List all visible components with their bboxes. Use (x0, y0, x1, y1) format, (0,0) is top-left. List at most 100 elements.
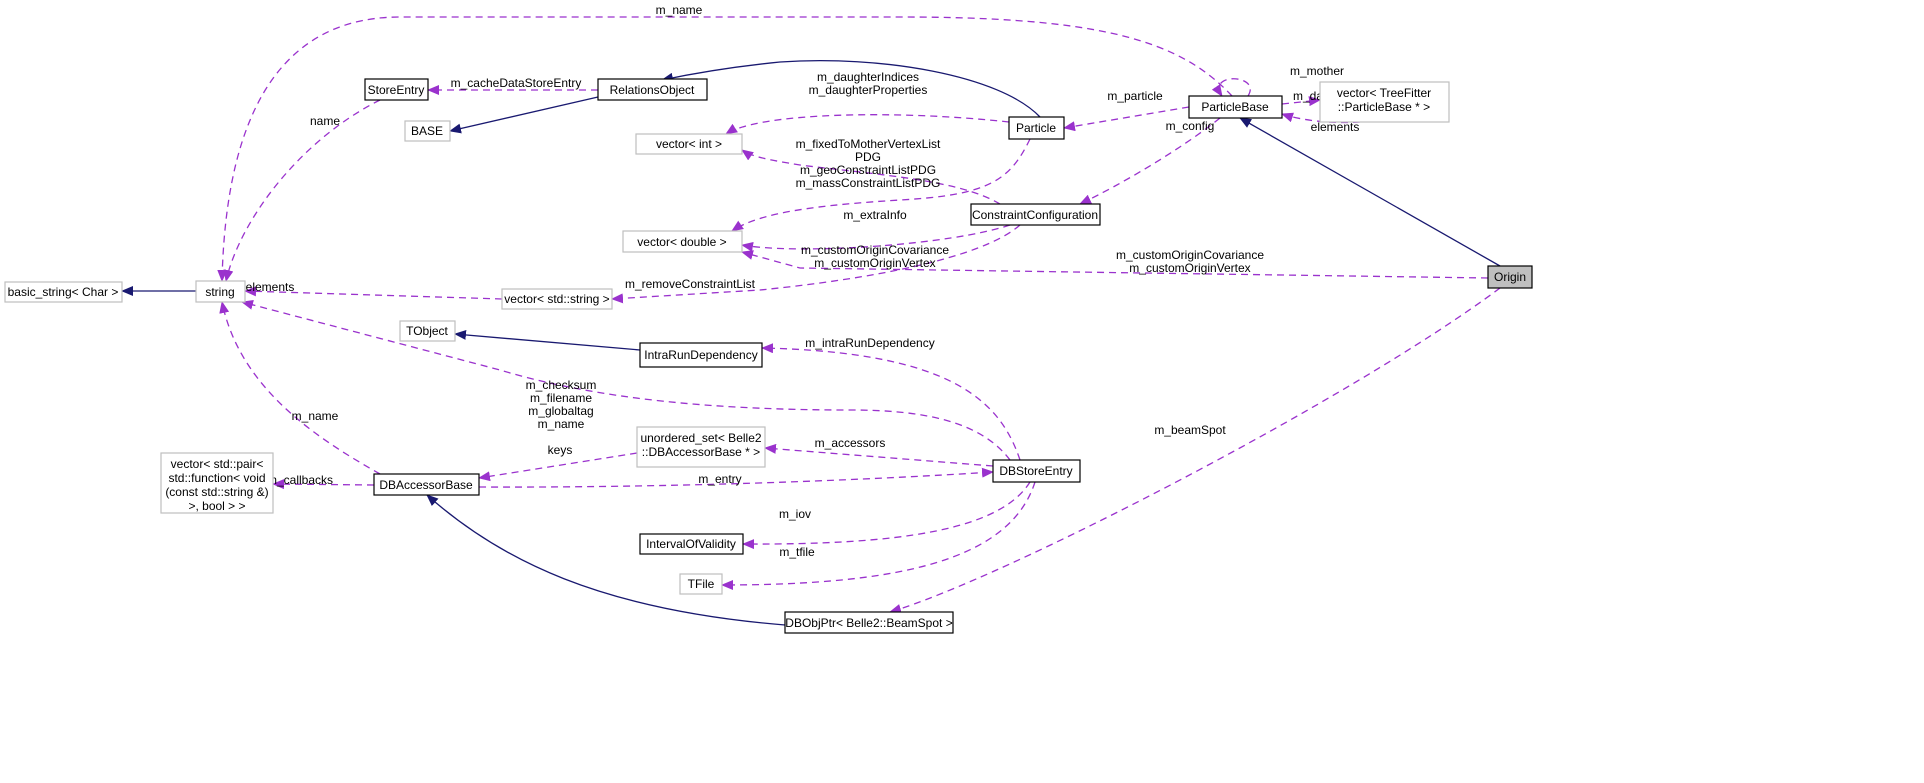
node-tobject[interactable]: TObject (399, 320, 456, 342)
node-particle[interactable]: Particle (1008, 116, 1065, 140)
node-db-obj-ptr[interactable]: DBObjPtr< Belle2::BeamSpot > (784, 611, 954, 634)
node-vector-double[interactable]: vector< double > (622, 230, 743, 253)
node-origin[interactable]: Origin (1487, 265, 1533, 289)
edge-label: m_mother (1290, 64, 1344, 78)
edge-vecstring-string (244, 286, 503, 300)
edge-label: PDG (855, 150, 881, 164)
edge-unordered-dbaccessor (478, 452, 638, 482)
edge-particlebase-mother (1211, 78, 1251, 97)
node-string[interactable]: string (195, 280, 246, 303)
node-label: Origin (1494, 270, 1526, 284)
edge-dbaccessor-dbstore (478, 467, 994, 488)
node-vector-int[interactable]: vector< int > (635, 133, 743, 155)
node-label: Particle (1016, 121, 1056, 135)
node-db-store-entry[interactable]: DBStoreEntry (992, 459, 1081, 483)
node-vector-string[interactable]: vector< std::string > (501, 288, 613, 310)
node-particle-base[interactable]: ParticleBase (1188, 95, 1283, 119)
edge-labels: m_name name m_cacheDataStoreEntry m_daug… (246, 3, 1363, 559)
node-label: std::function< void (168, 471, 265, 485)
edge-label: m_geoConstraintListPDG (800, 163, 936, 177)
node-unordered-set[interactable]: unordered_set< Belle2::DBAccessorBase * … (636, 426, 766, 468)
node-label: vector< std::string > (504, 292, 609, 306)
nodes: basic_string< Char > string StoreEntry B… (4, 78, 1533, 634)
edge-label: m_globaltag (528, 404, 593, 418)
edge-label: m_checksum (526, 378, 597, 392)
edge-label: m_customOriginCovariance (1116, 248, 1264, 262)
edge-label: m_extraInfo (843, 208, 907, 222)
node-label: DBAccessorBase (379, 478, 473, 492)
edge-label: m_daughterProperties (809, 83, 928, 97)
node-label: StoreEntry (368, 83, 425, 97)
node-label: ::ParticleBase * > (1338, 100, 1430, 114)
edge-config-vecdouble (741, 224, 1011, 252)
node-label: RelationsObject (610, 83, 695, 97)
node-intra-run-dependency[interactable]: IntraRunDependency (639, 342, 763, 368)
node-label: vector< int > (656, 137, 722, 151)
edge-label: name (310, 114, 340, 128)
edge-label: m_particle (1107, 89, 1163, 103)
edge-label: m_entry (698, 472, 741, 486)
edge-dbaccessor-callbacks (272, 479, 375, 490)
node-label: vector< std::pair< (171, 457, 264, 471)
edge-dbaccessor-string (219, 301, 381, 475)
node-label: unordered_set< Belle2 (640, 431, 761, 445)
edge-dbstore-accessors (764, 443, 994, 467)
edge-label: m_filename (530, 391, 592, 405)
node-label: IntervalOfValidity (646, 537, 736, 551)
node-label: TObject (406, 324, 448, 338)
edge-dbstore-string (241, 299, 1011, 461)
edge-config-vecstring (611, 224, 1021, 304)
edge-label: m_intraRunDependency (805, 336, 934, 350)
node-label: ::DBAccessorBase * > (642, 445, 760, 459)
edge-label: m_name (656, 3, 703, 17)
node-base[interactable]: BASE (404, 120, 451, 142)
edge-label: m_name (292, 409, 339, 423)
edge-origin-particlebase (1239, 117, 1501, 267)
edge-label: m_daughterIndices (817, 70, 919, 84)
edge-treefitter-particlebase (1281, 112, 1361, 124)
edge-label: m_cacheDataStoreEntry (451, 76, 582, 90)
edge-label: m_beamSpot (1154, 423, 1226, 437)
node-label: vector< TreeFitter (1337, 86, 1431, 100)
node-label: ConstraintConfiguration (972, 208, 1098, 222)
node-vector-pair[interactable]: vector< std::pair<std::function< void(co… (160, 452, 274, 514)
node-interval-of-validity[interactable]: IntervalOfValidity (639, 533, 744, 555)
edge-label: m_config (1166, 119, 1215, 133)
node-label: TFile (688, 577, 715, 591)
edge-label: m_massConstraintListPDG (796, 176, 941, 190)
edge-dbstore-iov (742, 481, 1031, 550)
edge-config-vecint (741, 149, 1001, 205)
edge-origin-dbobjptr (889, 287, 1501, 614)
node-label: vector< double > (637, 235, 726, 249)
node-label: BASE (411, 124, 443, 138)
node-store-entry[interactable]: StoreEntry (364, 78, 429, 101)
edge-particlebase-config (1079, 117, 1221, 205)
edge-label: keys (548, 443, 573, 457)
edge-label: m_customOriginCovariance (801, 243, 949, 257)
edges (121, 16, 1501, 626)
node-label: DBStoreEntry (999, 464, 1072, 478)
node-vector-treefitter[interactable]: vector< TreeFitter::ParticleBase * > (1319, 81, 1450, 123)
edge-origin-vecdouble (741, 250, 1489, 279)
node-constraint-configuration[interactable]: ConstraintConfiguration (970, 203, 1101, 226)
edge-label: m_customOriginVertex (814, 256, 935, 270)
node-tfile[interactable]: TFile (679, 573, 723, 595)
node-label: >, bool > > (188, 499, 245, 513)
edge-particle-relations (661, 59, 1041, 118)
node-db-accessor-base[interactable]: DBAccessorBase (373, 473, 480, 496)
edge-particle-vecint (725, 114, 1010, 135)
node-basic-string[interactable]: basic_string< Char > (4, 281, 123, 303)
edge-particlebase-daughters (1281, 96, 1321, 107)
edge-label: m_customOriginVertex (1129, 261, 1250, 275)
edge-label: m_callbacks (267, 473, 333, 487)
edge-label: m_tfile (779, 545, 815, 559)
node-label: (const std::string &) (165, 485, 268, 499)
edge-label: m_fixedToMotherVertexList (796, 137, 941, 151)
edge-particlebase-particle (1063, 106, 1190, 132)
edge-label: m_iov (779, 507, 811, 521)
edge-dbobjptr-dbaccessor (426, 494, 786, 626)
edge-relations-base (449, 96, 599, 134)
edge-label: elements (246, 280, 295, 294)
edge-label: m_accessors (815, 436, 886, 450)
node-relations-object[interactable]: RelationsObject (597, 78, 708, 101)
